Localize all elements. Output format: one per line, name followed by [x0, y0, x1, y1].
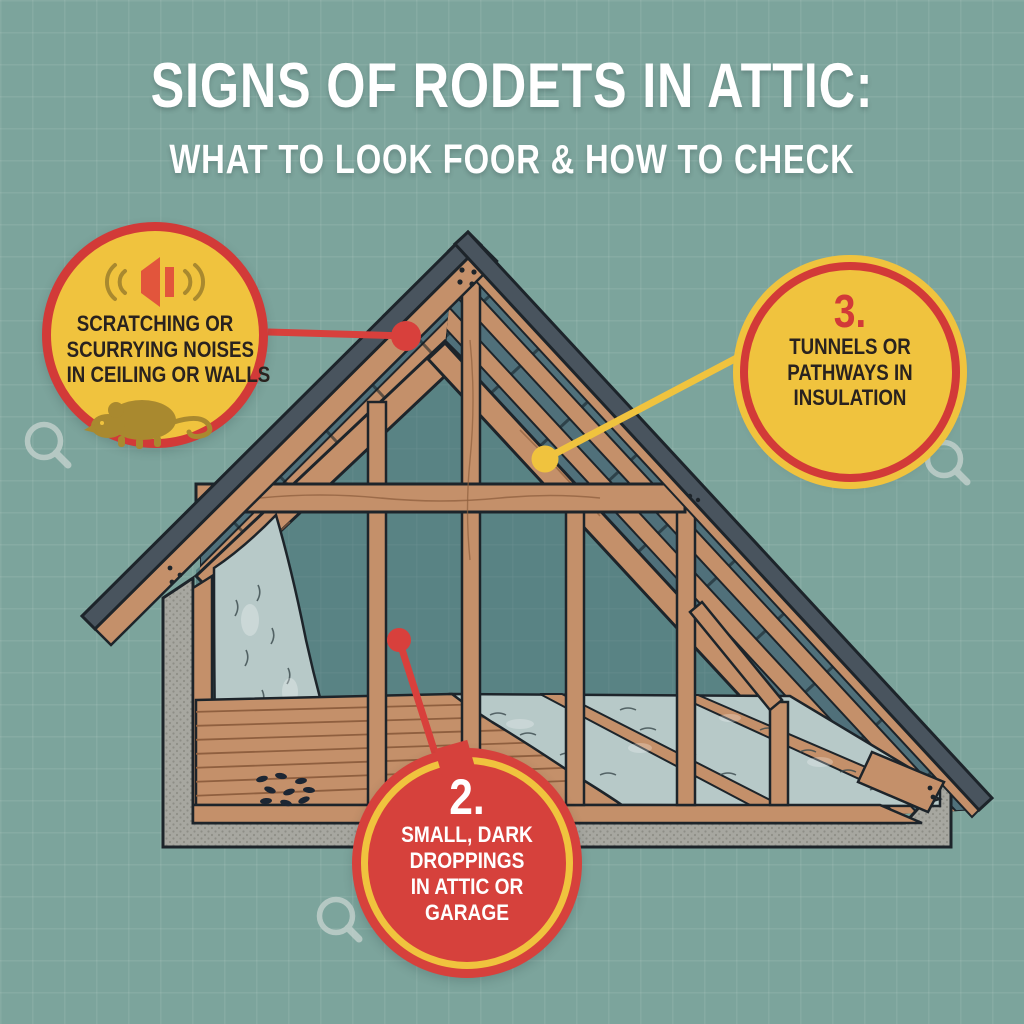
sound-waves-icon	[51, 255, 259, 309]
callout-number: 3.	[833, 285, 867, 337]
callout-droppings: 2. SMALL, DARK DROPPINGS IN ATTIC OR GAR…	[352, 739, 582, 978]
callout-scratching-noises: SCRATCHING OR SCURRYING NOISES IN CEILIN…	[42, 222, 271, 450]
frame-studs	[366, 264, 790, 807]
nail-dots	[167, 267, 936, 800]
magnifier-icon	[316, 896, 363, 943]
page-subtitle: WHAT TO LOOK FOOR & HOW TO CHECK	[169, 136, 855, 182]
callout-text: TUNNELS OR PATHWAYS IN INSULATION	[787, 334, 913, 411]
droppings-cluster	[256, 772, 315, 807]
roof-covering	[79, 229, 995, 819]
callout-text: SCRATCHING OR SCURRYING NOISES IN CEILIN…	[66, 311, 271, 388]
connector-tunnels	[531, 348, 750, 473]
mouse-icon	[51, 388, 259, 450]
page-title: SIGNS OF RODETS IN ATTIC:	[150, 51, 874, 121]
callout-text: SMALL, DARK DROPPINGS IN ATTIC OR GARAGE	[401, 822, 533, 926]
callout-number: 2.	[449, 769, 485, 825]
header: SIGNS OF RODETS IN ATTIC: WHAT TO LOOK F…	[0, 50, 1024, 183]
connector-scratching	[267, 321, 421, 351]
magnifier-icon	[924, 439, 971, 486]
callout-tunnels: 3. TUNNELS OR PATHWAYS IN INSULATION	[740, 262, 960, 482]
connector-droppings	[387, 628, 440, 758]
magnifier-icon	[24, 421, 72, 469]
